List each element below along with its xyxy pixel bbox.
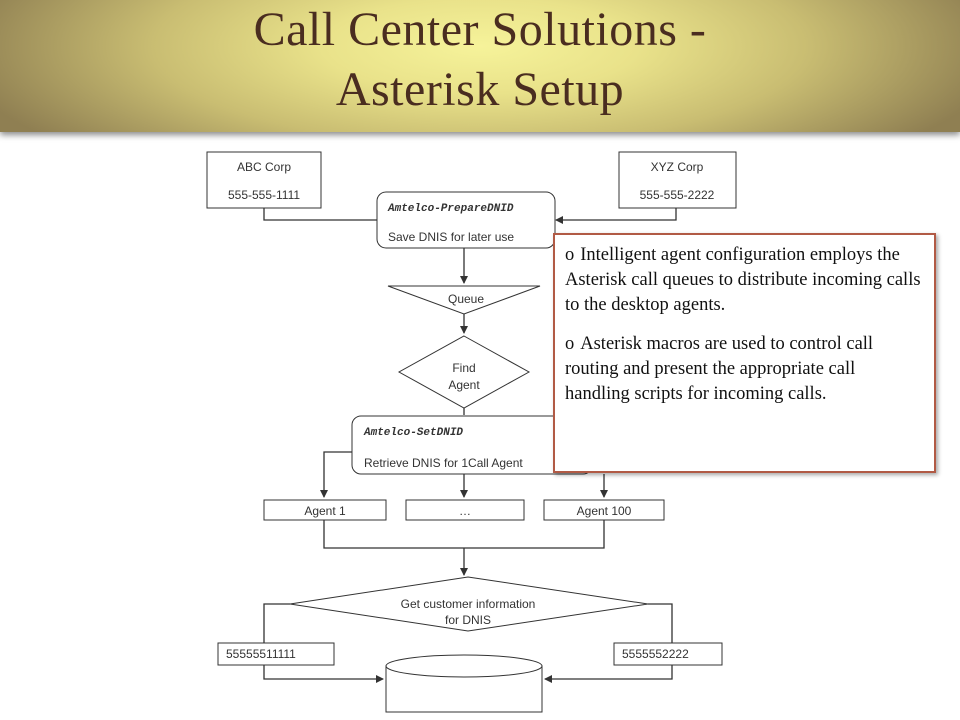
- connector-agents-merge: [323, 520, 605, 549]
- agent-node-100: Agent 100: [543, 499, 665, 521]
- connector-abc-to-prepare: [263, 208, 386, 224]
- company-phone-xyz: 555-555-2222: [640, 188, 715, 202]
- find-agent-decision: Find Agent: [397, 335, 531, 409]
- setdnid-node: Amtelco-SetDNID Retrieve DNIS for 1Call …: [351, 415, 593, 475]
- connector-dnis2-to-db: [544, 665, 673, 683]
- agent-label-ellipsis: …: [459, 504, 471, 518]
- connector-xyz-to-prepare: [555, 208, 677, 224]
- agent-node-1: Agent 1: [263, 499, 387, 521]
- queue-node: Queue: [387, 285, 541, 315]
- connector-lookup-left: [263, 603, 290, 643]
- company-phone-abc: 555-555-1111: [228, 188, 300, 202]
- company-node-abc: ABC Corp 555-555-1111: [206, 151, 322, 209]
- company-name-xyz: XYZ Corp: [651, 160, 704, 174]
- lookup-label-line1: Get customer information: [401, 597, 536, 611]
- agent-node-ellipsis: …: [405, 499, 525, 521]
- prepare-dnid-macro: Amtelco-PrepareDNID: [387, 203, 514, 215]
- company-name-abc: ABC Corp: [237, 160, 291, 174]
- connectors: [263, 208, 677, 683]
- lookup-label-line2: for DNIS: [445, 613, 491, 627]
- callout-text-2: Asterisk macros are used to control call…: [565, 334, 874, 404]
- agent-label-1: Agent 1: [304, 504, 346, 518]
- callout-text-1: Intelligent agent configuration employs …: [565, 245, 921, 315]
- dnis-label-1: 55555511111: [226, 647, 296, 661]
- find-agent-label-line2: Agent: [448, 378, 480, 392]
- prepare-dnid-node: Amtelco-PrepareDNID Save DNIS for later …: [376, 191, 556, 249]
- agent-label-100: Agent 100: [577, 504, 632, 518]
- connector-setdnid-to-agent1: [320, 451, 352, 498]
- customer-lookup-decision: Get customer information for DNIS: [289, 576, 649, 632]
- bullet-marker-1: o: [565, 245, 575, 265]
- title-banner: Call Center Solutions - Asterisk Setup: [0, 0, 960, 132]
- find-agent-label-line1: Find: [452, 361, 475, 375]
- slide-title-line-1: Call Center Solutions -: [253, 3, 707, 56]
- dnis-node-1: 55555511111: [217, 642, 335, 666]
- connector-lookup-right: [648, 603, 673, 643]
- setdnid-description: Retrieve DNIS for 1Call Agent: [364, 456, 523, 470]
- prepare-dnid-description: Save DNIS for later use: [388, 230, 514, 244]
- company-node-xyz: XYZ Corp 555-555-2222: [618, 151, 737, 209]
- setdnid-macro: Amtelco-SetDNID: [363, 427, 463, 439]
- connector-dnis1-to-db: [263, 665, 384, 683]
- bullet-marker-2: o: [565, 334, 575, 354]
- queue-label: Queue: [448, 292, 484, 306]
- dnis-label-2: 5555552222: [622, 647, 689, 661]
- database-icon: [385, 654, 543, 713]
- slide-title-line-2: Asterisk Setup: [335, 63, 625, 116]
- dnis-node-2: 5555552222: [613, 642, 723, 666]
